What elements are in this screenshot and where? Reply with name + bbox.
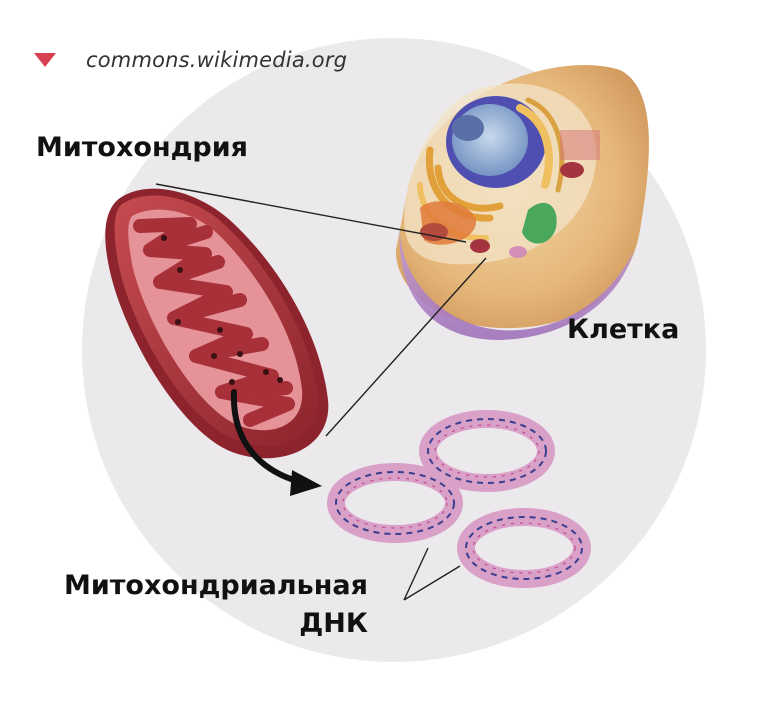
- line-label-to-dna-2: [403, 565, 461, 601]
- triangle-down-icon: [34, 53, 56, 67]
- label-cell: Клетка: [567, 314, 680, 345]
- source-text: commons.wikimedia.org: [86, 48, 348, 72]
- cell-mitochondrion: [470, 239, 490, 253]
- arrow-to-dna: [230, 389, 322, 496]
- dna-ring-left: [327, 463, 463, 543]
- connector-lines: [155, 183, 487, 601]
- label-mtdna-line2: ДНК: [299, 608, 368, 639]
- line-label-to-dna-1: [403, 547, 429, 601]
- mitochondrion-illustration: [105, 188, 329, 459]
- dna-ring-top: [419, 410, 555, 492]
- label-mitochondrial-dna: Митохондриальная ДНК: [64, 567, 368, 643]
- label-mitochondrion: Митохондрия: [36, 132, 248, 163]
- nucleolus: [452, 115, 484, 141]
- source-attribution: commons.wikimedia.org: [34, 48, 347, 72]
- mito-dna-dots: [161, 235, 283, 385]
- dna-ring-right: [457, 508, 591, 588]
- chloroplast-green: [522, 202, 557, 244]
- cell-illustration: [395, 64, 649, 340]
- line-mitochondrion-to-cell: [325, 257, 487, 437]
- line-label-to-cell-mitochondrion: [155, 183, 467, 243]
- mtdna-rings: [327, 410, 591, 588]
- label-mtdna-line1: Митохондриальная: [64, 570, 368, 601]
